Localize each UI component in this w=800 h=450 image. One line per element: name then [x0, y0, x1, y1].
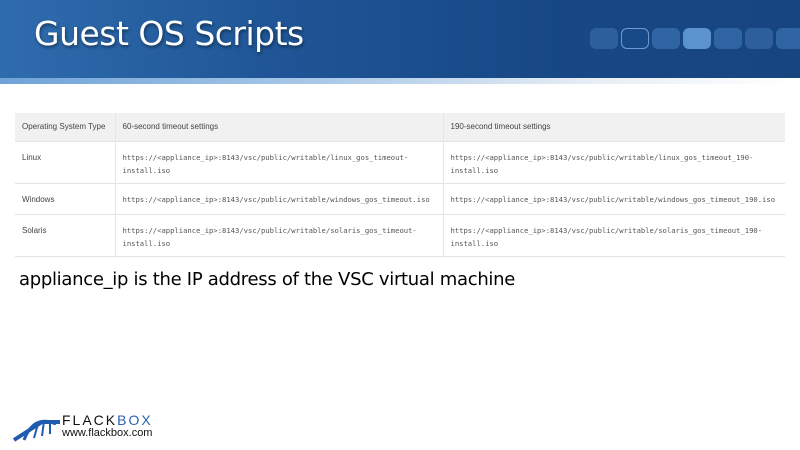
slide-decoration: [590, 28, 800, 49]
scripts-table: Operating System Type 60-second timeout …: [15, 113, 785, 257]
banner-strip: [0, 78, 800, 84]
decor-pill: [776, 28, 800, 49]
table-header: Operating System Type 60-second timeout …: [15, 113, 785, 141]
flackbox-bridge-icon: [12, 419, 60, 442]
decor-pill: [652, 28, 680, 49]
header-60s: 60-second timeout settings: [114, 113, 443, 141]
os-cell: Solaris: [15, 213, 115, 257]
decor-pill: [683, 28, 711, 49]
url-cell: https://<appliance_ip>:8143/vsc/public/w…: [114, 140, 443, 183]
slide-title: Guest OS Scripts: [34, 14, 304, 53]
header-190s: 190-second timeout settings: [442, 113, 785, 141]
os-cell: Linux: [15, 140, 115, 183]
url-cell: https://<appliance_ip>:8143/vsc/public/w…: [114, 213, 443, 257]
decor-pill: [621, 28, 649, 49]
decor-pill: [590, 28, 618, 49]
url-cell: https://<appliance_ip>:8143/vsc/public/w…: [442, 213, 785, 257]
decor-pill: [714, 28, 742, 49]
decor-pill: [745, 28, 773, 49]
table-row: Solaris https://<appliance_ip>:8143/vsc/…: [15, 213, 785, 257]
header-os: Operating System Type: [15, 113, 115, 141]
logo-url: www.flackbox.com: [62, 427, 153, 439]
url-cell: https://<appliance_ip>:8143/vsc/public/w…: [442, 140, 785, 183]
os-cell: Windows: [15, 182, 115, 214]
logo-brand: FLACKBOX: [62, 412, 153, 428]
brand-part: BOX: [117, 412, 153, 428]
url-cell: https://<appliance_ip>:8143/vsc/public/w…: [114, 182, 443, 214]
brand-part: FLACK: [62, 412, 118, 428]
table-row: Windows https://<appliance_ip>:8143/vsc/…: [15, 182, 785, 214]
url-cell: https://<appliance_ip>:8143/vsc/public/w…: [442, 182, 785, 214]
table-row: Linux https://<appliance_ip>:8143/vsc/pu…: [15, 140, 785, 183]
slide-note: appliance_ip is the IP address of the VS…: [19, 269, 516, 290]
